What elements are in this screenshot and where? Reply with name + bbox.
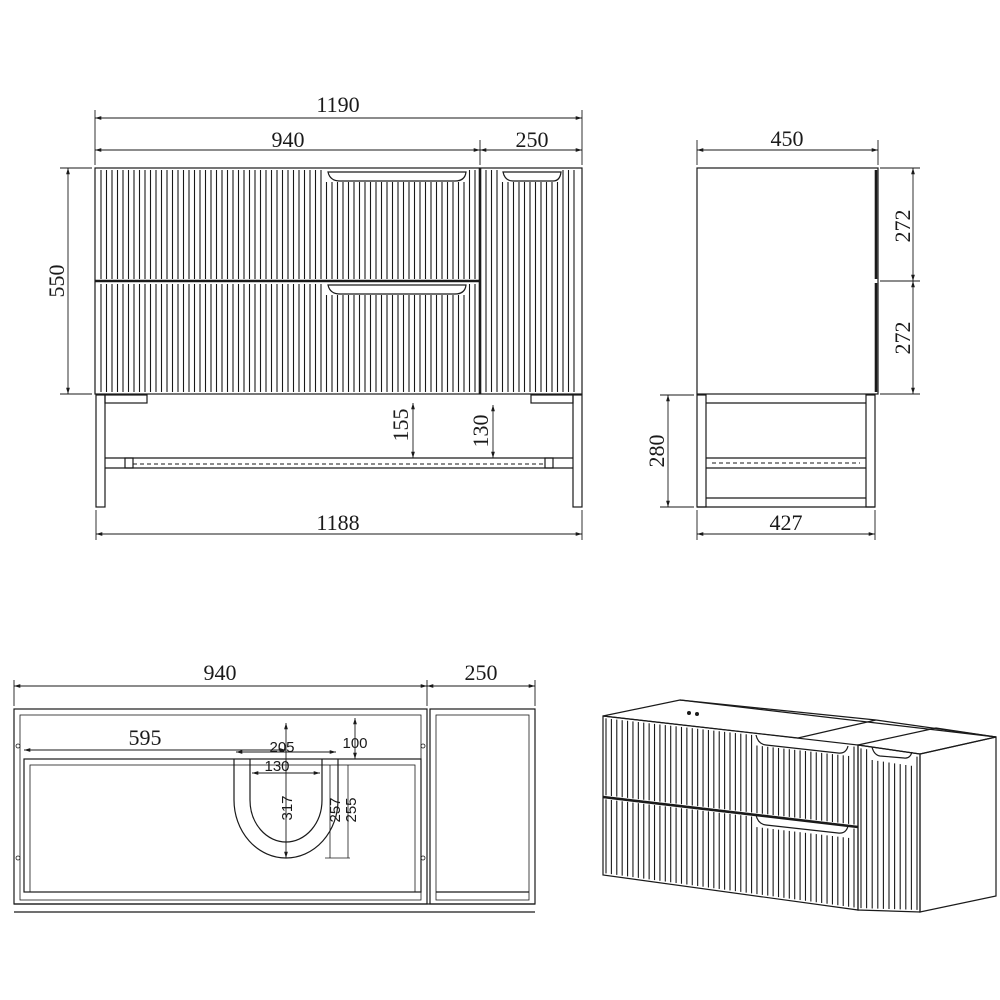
side-rear-leg (696, 394, 707, 508)
iso-side-top (857, 727, 997, 755)
front-left-bracket (104, 394, 148, 404)
front-lower-handle (327, 284, 467, 295)
top-dim-cutout-width: 205 (269, 739, 294, 756)
top-dim-depth-b: 255 (343, 797, 360, 822)
top-side-outline (429, 708, 536, 905)
dim-upper-drawer-height: 272 (890, 210, 915, 243)
iso-lower-handle (755, 814, 849, 834)
top-dim-cutout-offset: 595 (129, 725, 162, 750)
side-view: 450 272 272 280 427 (644, 126, 920, 540)
side-cabinet-outline (696, 167, 879, 395)
iso-drawer-divider (602, 795, 859, 829)
top-view: 940 250 595 205 130 100 317 257 255 (13, 660, 536, 913)
dim-frame-depth: 427 (770, 510, 803, 535)
top-dim-cutout-inner-width: 130 (264, 758, 289, 775)
iso-side-handle (871, 746, 913, 759)
top-dim-drawer-width: 940 (204, 660, 237, 685)
dim-overall-width: 1190 (316, 92, 359, 117)
front-fluting-upper (100, 170, 476, 279)
front-right-bracket (530, 394, 574, 404)
dim-cabinet-height: 550 (44, 265, 69, 298)
top-dim-cutout-depth: 317 (279, 795, 296, 820)
dim-side-depth: 450 (771, 126, 804, 151)
front-side-handle (502, 171, 562, 182)
dim-shelf-clearance: 155 (388, 409, 413, 442)
side-front-leg (865, 394, 876, 508)
front-shelf-clip-left (124, 457, 134, 469)
front-fluting-side (485, 170, 575, 392)
dim-frame-height: 280 (644, 435, 669, 468)
iso-upper-handle (755, 734, 849, 754)
dim-drawer-width: 940 (272, 127, 305, 152)
front-right-leg (572, 394, 583, 508)
top-dim-depth-a: 257 (327, 797, 344, 822)
dim-side-unit-width: 250 (516, 127, 549, 152)
front-fluting-lower (100, 284, 476, 392)
dim-leg-span: 1188 (316, 510, 359, 535)
iso-fluting (605, 718, 918, 910)
top-dim-side-unit-width: 250 (465, 660, 498, 685)
iso-right-side (919, 736, 997, 913)
front-upper-handle (327, 171, 467, 182)
top-drawer-box (23, 758, 422, 893)
isometric-view (602, 699, 997, 913)
front-shelf-clip-right (544, 457, 554, 469)
dim-shelf-gap: 130 (468, 415, 493, 448)
dim-lower-drawer-height: 272 (890, 322, 915, 355)
top-dim-back-gap: 100 (342, 735, 367, 752)
front-view: 1190 940 250 550 155 130 1188 (44, 92, 583, 540)
front-left-leg (95, 394, 106, 508)
